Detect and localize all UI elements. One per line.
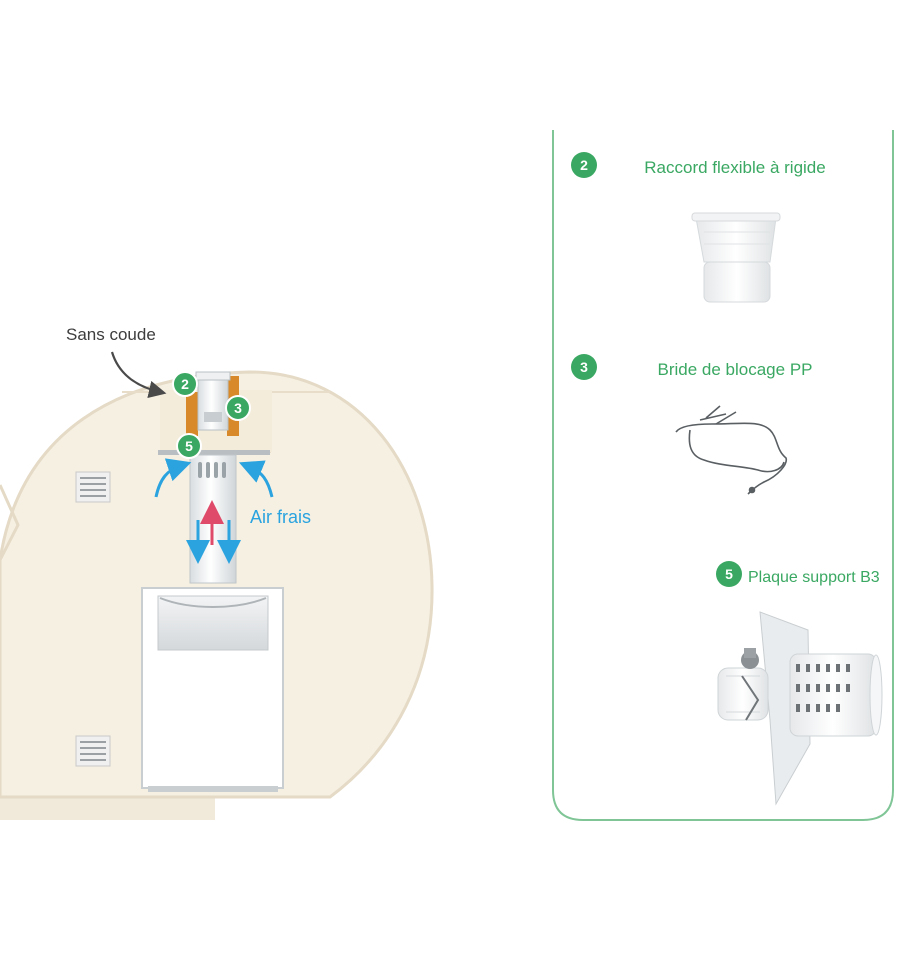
- boiler-base: [148, 786, 278, 792]
- support-plate: [158, 450, 270, 455]
- sans-coude-pointer: [110, 351, 167, 399]
- part-3-label: Bride de blocage PP: [658, 360, 813, 379]
- sans-coude-label: Sans coude: [66, 325, 156, 344]
- locking-clamp-image: [675, 405, 788, 495]
- fresh-air-arrow-right: [238, 460, 274, 498]
- flexible-rigid-connector-image: [691, 212, 781, 303]
- part-item-5: 5 Plaque support B3: [716, 561, 883, 806]
- boiler: [141, 587, 284, 792]
- air-frais-label: Air frais: [250, 507, 311, 527]
- marker-2-label: 2: [181, 376, 189, 392]
- part-2-number: 2: [580, 157, 588, 173]
- part-5-number: 5: [725, 566, 733, 582]
- room-floor-band: [0, 797, 215, 820]
- part-5-badge: [716, 561, 742, 587]
- part-item-2: 2 Raccord flexible à rigide: [571, 152, 826, 303]
- parts-panel-border: [552, 130, 894, 821]
- marker-3-label: 3: [234, 400, 242, 416]
- airflow-arrows: [154, 458, 274, 564]
- parts-panel: [552, 130, 894, 821]
- part-item-3: 3 Bride de blocage PP: [571, 354, 813, 495]
- flex-section-left: [186, 392, 198, 436]
- part-3-badge: [571, 354, 597, 380]
- fresh-air-arrow-left: [154, 458, 192, 498]
- part-2-badge: [571, 152, 597, 178]
- vent-grille-top: [75, 471, 111, 503]
- marker-5: 5: [176, 433, 202, 459]
- marker-5-label: 5: [185, 438, 193, 454]
- part-5-label: Plaque support B3: [748, 569, 880, 586]
- marker-2: 2: [172, 371, 198, 397]
- roof-edge-left: [0, 484, 20, 561]
- part-2-label: Raccord flexible à rigide: [644, 158, 825, 177]
- marker-3: 3: [225, 395, 251, 421]
- support-plate-image: [717, 611, 883, 806]
- part-3-number: 3: [580, 359, 588, 375]
- vent-grille-bottom: [75, 735, 111, 767]
- boiler-top-panel: [157, 595, 269, 651]
